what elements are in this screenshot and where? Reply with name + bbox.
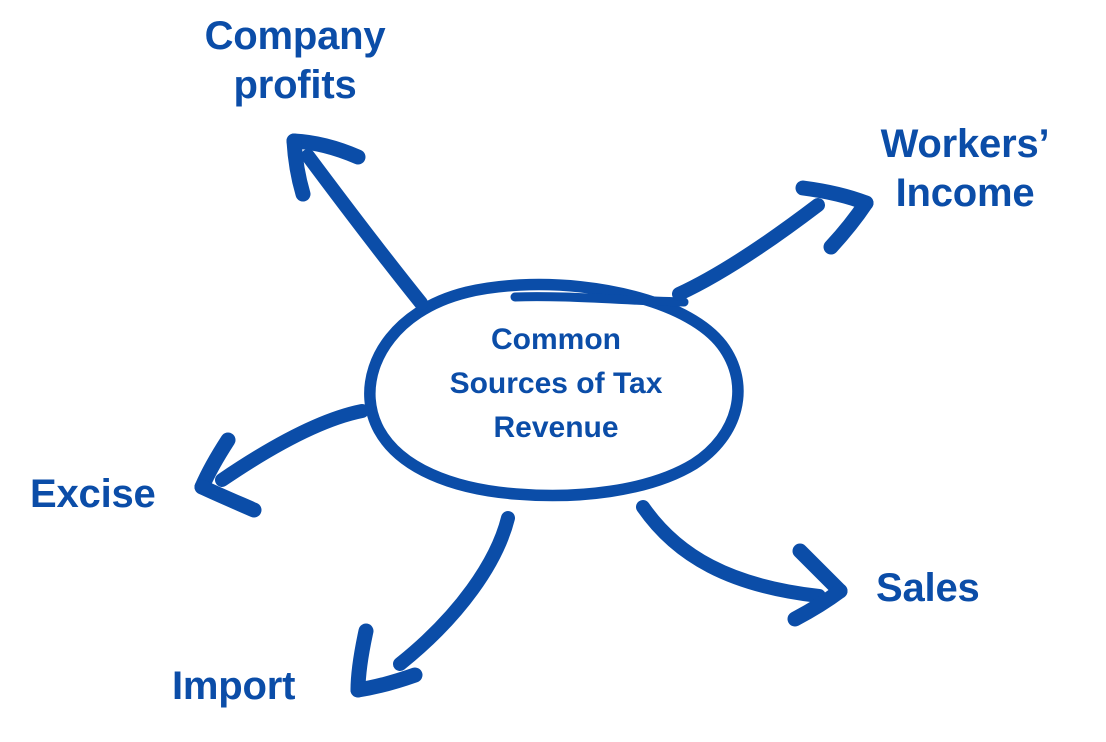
arrow-to-excise <box>194 404 369 518</box>
center-ellipse-overdraw <box>510 292 689 307</box>
center-ellipse-shape <box>364 278 744 502</box>
node-label-import: Import <box>172 664 296 708</box>
arrow-head-chevron-2 <box>787 583 848 627</box>
arrow-head-chevron-2 <box>194 479 262 518</box>
arrow-shaft <box>301 149 428 310</box>
arrow-shaft <box>215 404 369 487</box>
arrow-to-workers-income <box>672 180 874 301</box>
center-node-label: Common Sources of Tax Revenue <box>449 323 663 445</box>
arrow-shaft <box>636 500 826 603</box>
arrow-to-import <box>350 511 515 698</box>
arrow-head-chevron-2 <box>350 667 423 698</box>
arrow-to-company-profits <box>286 133 428 310</box>
arrow-head-chevron <box>792 543 848 599</box>
arrow-shaft <box>672 198 825 301</box>
arrow-head-chevron-2 <box>286 133 311 202</box>
node-label-excise: Excise <box>30 472 156 516</box>
arrow-head-chevron <box>350 623 374 698</box>
arrow-to-sales <box>636 500 848 627</box>
node-label-company-profits: Company profits <box>204 14 386 107</box>
arrow-shaft <box>393 511 515 671</box>
arrow-head-chevron-2 <box>823 195 874 255</box>
node-label-workers-income: Workers’ Income <box>880 122 1050 215</box>
center-ellipse-group <box>364 278 744 502</box>
node-label-sales: Sales <box>876 566 980 610</box>
